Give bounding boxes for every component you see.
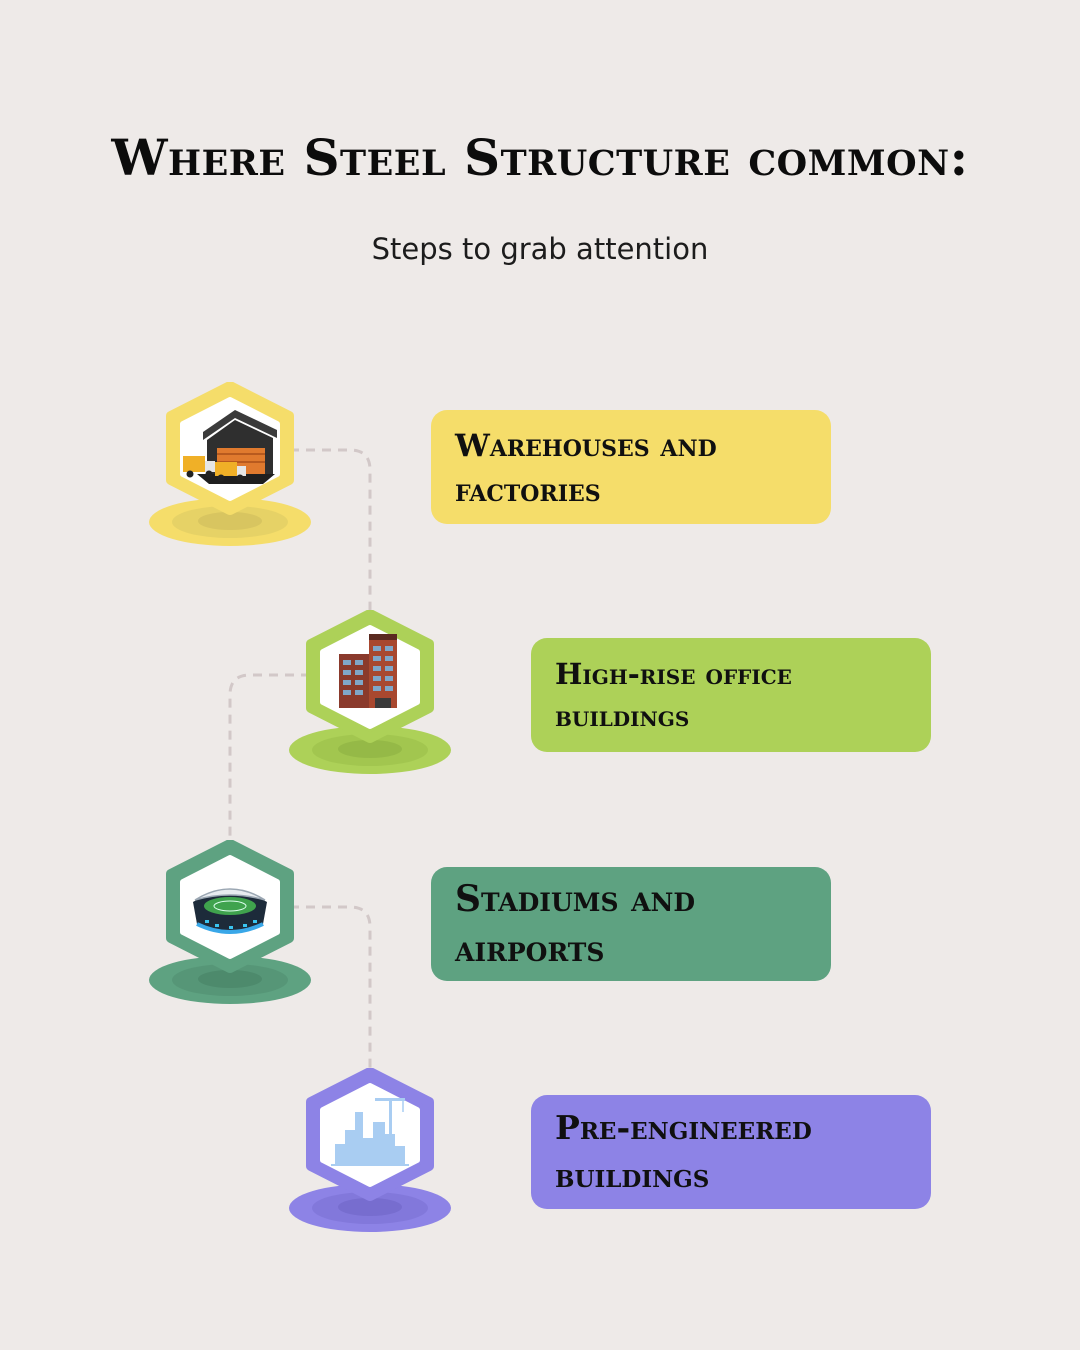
step-2-label: High-rise office buildings [555,656,792,733]
step-1-marker [149,382,311,546]
page-title: Where Steel Structure common: [111,128,969,187]
step-4-label: Pre-engineered buildings [555,1108,812,1195]
step-1-card: Warehouses and factories [431,410,831,524]
page-subtitle: Steps to grab attention [371,232,709,266]
step-3-card: Stadiums and airports [431,867,831,981]
construction-skyline-icon [331,1098,409,1166]
step-1-label: Warehouses and factories [455,428,717,509]
stadium-icon [193,888,267,934]
step-3-marker [149,840,311,1004]
warehouse-trucks-icon [183,410,277,484]
step-2-marker [289,610,451,774]
office-building-icon [339,634,397,708]
step-4-card: Pre-engineered buildings [531,1095,931,1209]
step-3-label: Stadiums and airports [455,877,695,970]
step-2-card: High-rise office buildings [531,638,931,752]
step-4-marker [289,1068,451,1232]
